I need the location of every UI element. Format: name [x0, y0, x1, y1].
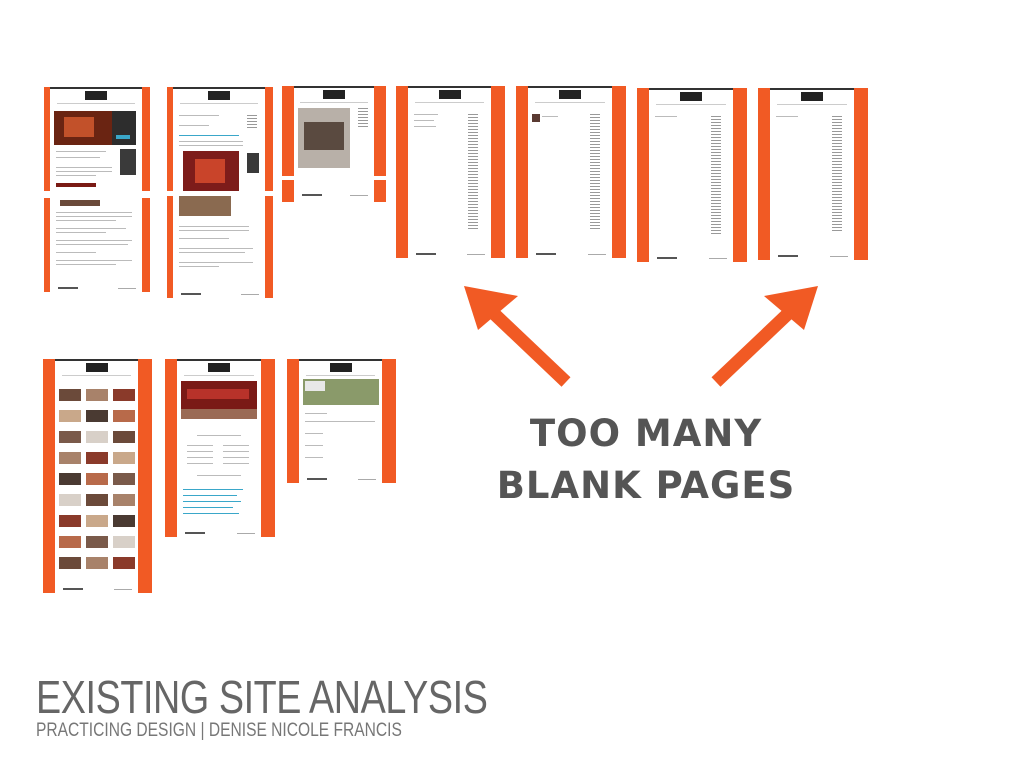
thumbnail-blank-page	[758, 88, 868, 260]
gallery-photo	[86, 410, 108, 422]
thumbnail-menu-page	[165, 359, 275, 537]
gallery-photo	[86, 494, 108, 506]
thumbnail-blank-page	[516, 86, 626, 258]
thumbnail-home-page-lower	[44, 198, 150, 292]
gallery-photo	[59, 536, 81, 548]
gallery-photo	[86, 557, 108, 569]
gallery-photo	[113, 452, 135, 464]
thumbnail-blank-page	[396, 86, 505, 258]
thumbnail-photo-grid-page	[43, 359, 152, 593]
gallery-photo	[59, 515, 81, 527]
thumbnail-gallery-page	[282, 86, 386, 176]
gallery-photo	[113, 557, 135, 569]
gallery-photo	[59, 410, 81, 422]
gallery-photo	[86, 473, 108, 485]
gallery-photo	[59, 389, 81, 401]
callout-text: TOO MANY BLANK PAGES	[496, 408, 796, 512]
gallery-photo	[86, 515, 108, 527]
gallery-photo	[59, 557, 81, 569]
thumbnail-home-page	[44, 87, 150, 191]
arrow-up-left-icon	[464, 286, 571, 387]
callout-line-1: TOO MANY	[529, 412, 763, 455]
gallery-photo	[86, 536, 108, 548]
thumbnail-map-page	[287, 359, 396, 483]
thumbnail-blog-post	[167, 87, 273, 191]
gallery-photo	[86, 452, 108, 464]
gallery-photo	[113, 431, 135, 443]
slide-title: EXISTING SITE ANALYSIS	[36, 671, 488, 723]
gallery-photo	[59, 494, 81, 506]
gallery-photo	[59, 473, 81, 485]
thumbnail-blog-post-lower	[167, 196, 273, 298]
gallery-photo	[86, 431, 108, 443]
gallery-photo	[113, 410, 135, 422]
gallery-photo	[113, 494, 135, 506]
gallery-photo	[113, 473, 135, 485]
slide-subtitle: PRACTICING DESIGN | DENISE NICOLE FRANCI…	[36, 720, 402, 741]
thumbnail-blank-page	[637, 88, 747, 262]
gallery-photo	[86, 389, 108, 401]
arrow-up-right-icon	[711, 286, 818, 387]
thumbnail-gallery-page-lower	[282, 180, 386, 202]
gallery-photo	[59, 431, 81, 443]
gallery-photo	[113, 515, 135, 527]
gallery-photo	[59, 452, 81, 464]
callout-line-2: BLANK PAGES	[496, 464, 796, 507]
gallery-photo	[113, 389, 135, 401]
gallery-photo	[113, 536, 135, 548]
